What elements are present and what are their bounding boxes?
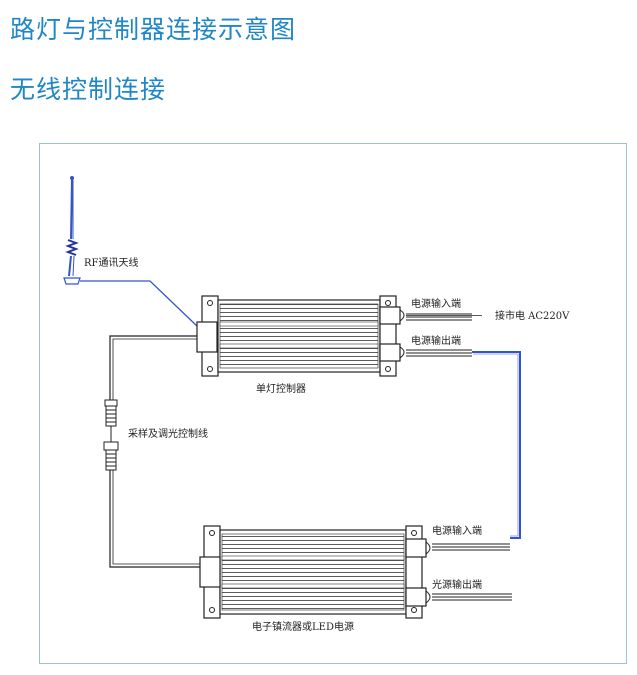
ballast-driver <box>199 525 431 619</box>
power-cable <box>472 351 521 539</box>
single-lamp-controller <box>196 295 405 377</box>
controller-input-label: 电源输入端 <box>411 297 461 310</box>
ballast-input-label: 电源输入端 <box>432 524 482 537</box>
ballast-input-wires <box>432 543 510 551</box>
controller-input-wires <box>406 313 482 321</box>
ballast-label: 电子镇流器或LED电源 <box>252 620 354 633</box>
antenna-cable <box>80 280 199 328</box>
controller-output-wires <box>406 349 472 357</box>
antenna-label: RF通讯天线 <box>84 256 138 269</box>
connection-diagram: RF通讯天线 单灯控制器 电源输入端 接市电 AC220V 电源输出端 <box>63 176 570 633</box>
section-title: 无线控制连接 <box>10 75 167 104</box>
control-cable <box>109 335 197 400</box>
connector-plug-icon <box>103 399 119 471</box>
antenna-icon <box>63 176 81 285</box>
mains-label: 接市电 AC220V <box>495 309 570 322</box>
diagram-frame: RF通讯天线 单灯控制器 电源输入端 接市电 AC220V 电源输出端 <box>39 143 627 664</box>
controller-label: 单灯控制器 <box>256 382 306 395</box>
ballast-output-label: 光源输出端 <box>432 578 482 591</box>
controller-output-label: 电源输出端 <box>411 334 461 347</box>
control-cable-label: 采样及调光控制线 <box>128 427 208 440</box>
page-title: 路灯与控制器连接示意图 <box>10 15 297 44</box>
ballast-output-wires <box>432 593 512 601</box>
